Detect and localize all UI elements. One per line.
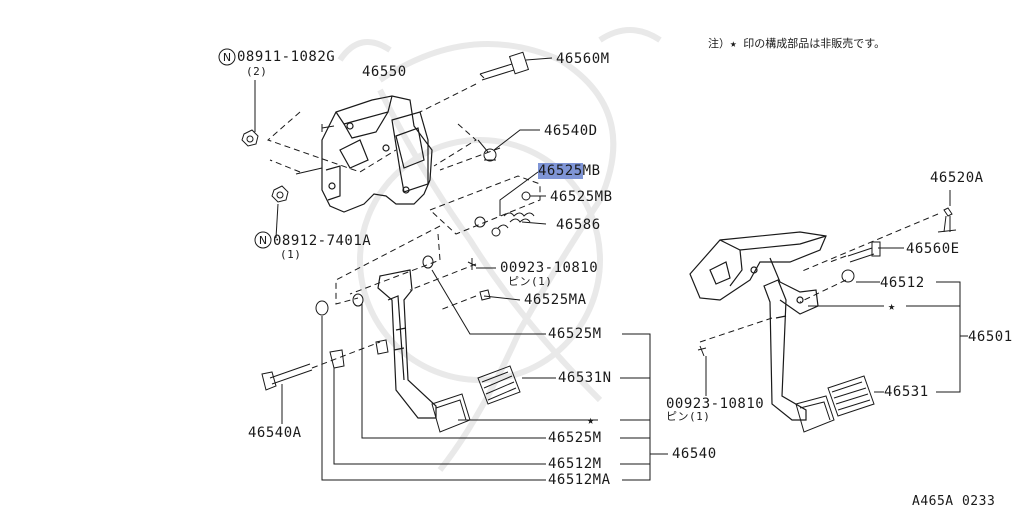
bracket-right [689, 231, 827, 315]
watermark [337, 27, 662, 472]
pin-right [697, 345, 707, 357]
n-mark-1: N [223, 51, 231, 64]
label-46531[interactable]: 46531 [884, 384, 929, 400]
label-46525MA[interactable]: 46525MA [524, 292, 587, 308]
label-pin-b: ピン(1) [666, 410, 711, 423]
guide-lines [267, 83, 939, 369]
nut-08911 [241, 124, 335, 147]
label-46512M[interactable]: 46512M [548, 456, 602, 472]
label-08911-qty: (2) [246, 65, 268, 78]
bolt-46520A [937, 207, 957, 233]
label-46525M-2[interactable]: 46525M [548, 430, 602, 446]
label-08912[interactable]: 08912-7401A [273, 233, 372, 249]
label-46525M[interactable]: 46525M [548, 326, 602, 342]
label-08911[interactable]: 08911-1082G [237, 49, 336, 65]
bolt-46540A [261, 363, 313, 391]
label-46586[interactable]: 46586 [556, 217, 601, 233]
pedal-arm-left [377, 269, 437, 419]
label-00923-b[interactable]: 00923-10810 [666, 396, 765, 412]
label-46540A[interactable]: 46540A [248, 425, 302, 441]
pedal-pad-right [795, 395, 835, 433]
label-46512[interactable]: 46512 [880, 275, 925, 291]
pedal-arm-right [763, 279, 807, 421]
label-46525MB[interactable]: 46525MB [550, 189, 613, 205]
leader-lines [254, 57, 968, 481]
pedal-pad-46531N [477, 365, 521, 405]
bolt-46560E [847, 241, 881, 263]
bolt-46540D [477, 139, 497, 162]
label-46550[interactable]: 46550 [362, 64, 407, 80]
highlight-46525: 46525 [538, 163, 583, 179]
label-46560M[interactable]: 46560M [556, 51, 610, 67]
star-marker-right: ★ [888, 299, 896, 313]
label-46525MB-suffix: MB [582, 163, 601, 179]
diagram-reference: A465A 0233 [912, 494, 996, 509]
star-marker-left: ★ [587, 413, 595, 427]
label-pin-a: ピン(1) [508, 275, 553, 288]
bushes-left [315, 255, 491, 369]
label-08912-qty: (1) [280, 248, 302, 261]
label-46520A[interactable]: 46520A [930, 170, 984, 186]
label-00923-a[interactable]: 00923-10810 [500, 260, 599, 276]
nut-08912 [271, 167, 323, 203]
label-46531N[interactable]: 46531N [558, 370, 612, 386]
label-46540[interactable]: 46540 [672, 446, 717, 462]
bush-46512 [841, 269, 855, 283]
spring-46586 [497, 212, 535, 229]
pedal-pad-46531 [827, 375, 875, 417]
label-46512MA[interactable]: 46512MA [548, 472, 611, 488]
pedal-pad-left [431, 393, 471, 433]
non-sale-note: 注）★ 印の構成部品は非販売です。 [708, 37, 886, 50]
label-46501[interactable]: 46501 [968, 329, 1013, 345]
circled-n-marks [218, 48, 272, 249]
n-mark-2: N [259, 234, 267, 247]
label-46540D[interactable]: 46540D [544, 123, 598, 139]
bolt-46560M [479, 51, 530, 81]
label-46560E[interactable]: 46560E [906, 241, 960, 257]
label-46525MB-highlighted[interactable]: 46525MB [538, 163, 601, 179]
